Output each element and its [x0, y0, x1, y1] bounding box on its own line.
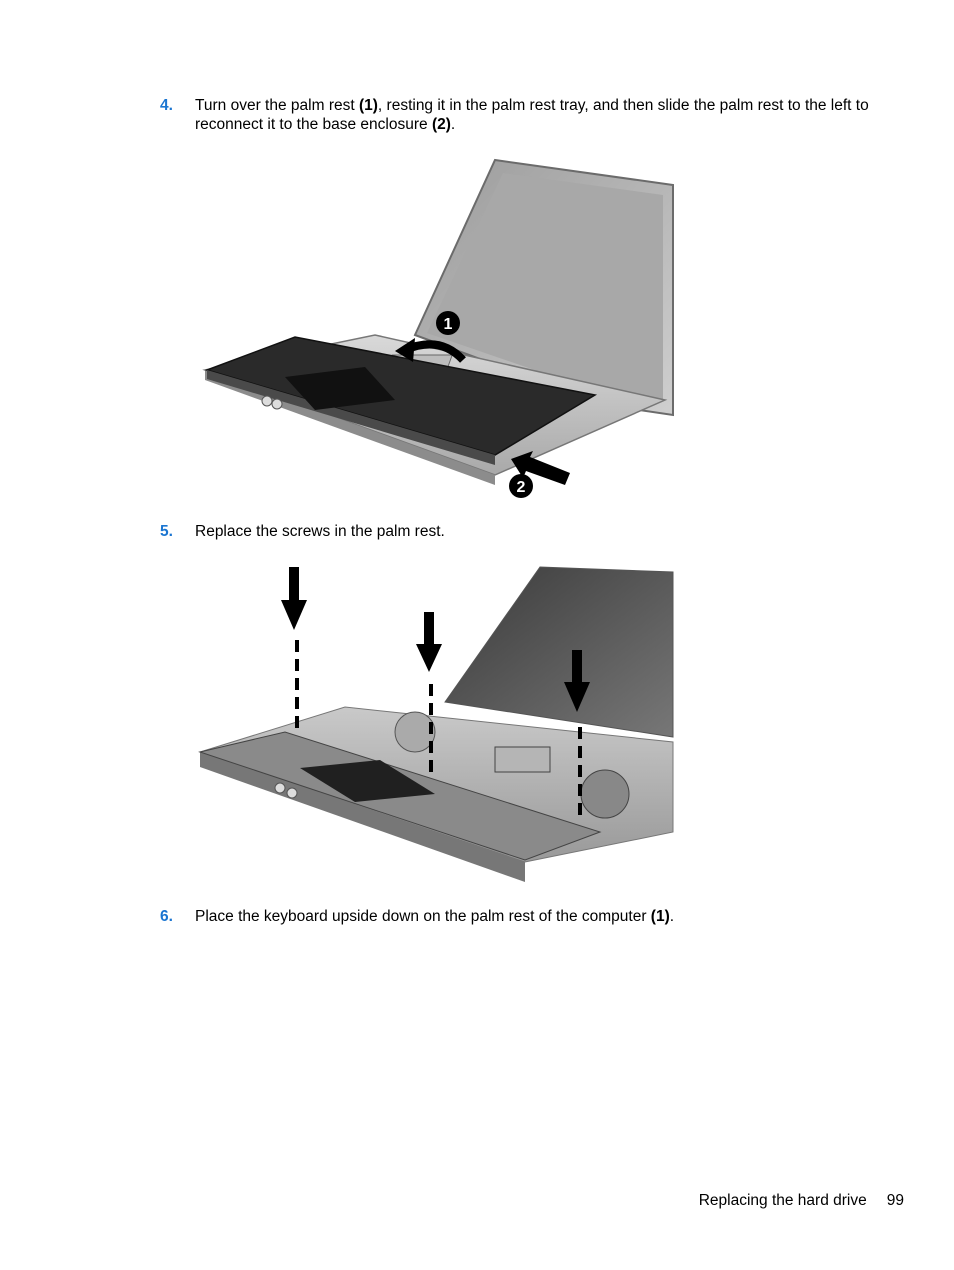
step-text-part: Replace the screws in the palm rest. [195, 523, 445, 540]
screw-arrow-icon [416, 612, 442, 672]
laptop-screen [427, 173, 663, 400]
callout-reference: (2) [431, 116, 451, 133]
page-number: 99 [886, 1192, 904, 1209]
step-text-part: Place the keyboard upside down on the pa… [195, 908, 651, 925]
port-icon [286, 787, 298, 799]
laptop-illustration-2 [198, 566, 674, 882]
touchpad [300, 760, 435, 802]
palm-rest [204, 336, 598, 456]
callout-1-label: 1 [444, 316, 453, 333]
rotate-arrow-head [395, 338, 415, 362]
port-icon [274, 782, 286, 794]
step-text-part: Turn over the palm rest [195, 97, 359, 114]
step-number: 6. [160, 908, 173, 925]
fan-icon [580, 769, 630, 819]
callout-reference: (1) [358, 97, 378, 114]
port-icon [261, 395, 273, 407]
callout-2-label: 2 [517, 479, 526, 496]
step-text-part: . [669, 908, 675, 925]
palm-rest-edge [207, 370, 495, 465]
step-number: 5. [160, 523, 173, 540]
callout-reference: (1) [650, 908, 670, 925]
step-text: Place the keyboard upside down on the pa… [195, 907, 890, 926]
laptop-illustration-1: 1 2 [202, 158, 674, 498]
footer-section-title: Replacing the hard drive [698, 1192, 867, 1209]
touchpad [285, 367, 395, 410]
callout-1-icon [436, 311, 460, 335]
slide-arrow [511, 451, 570, 485]
step-number: 4. [160, 97, 173, 114]
laptop-lid [444, 566, 674, 738]
fan-icon [394, 711, 436, 753]
step-text-part: , resting it in the palm rest tray, and … [195, 97, 869, 133]
palm-rest-screws-illustration [195, 562, 675, 887]
callout-2-icon [509, 474, 533, 498]
step-text: Turn over the palm rest (1), resting it … [195, 96, 890, 134]
internal-component [494, 746, 551, 773]
step-text: Replace the screws in the palm rest. [195, 522, 890, 541]
palm-rest-turnover-illustration: 1 2 [195, 155, 675, 505]
screw-arrow-icon [564, 650, 590, 712]
page-footer: Replacing the hard drive 99 [699, 1192, 904, 1210]
screw-arrow-icon [281, 567, 307, 630]
port-icon [271, 398, 283, 410]
step-text-part: . [450, 116, 456, 133]
